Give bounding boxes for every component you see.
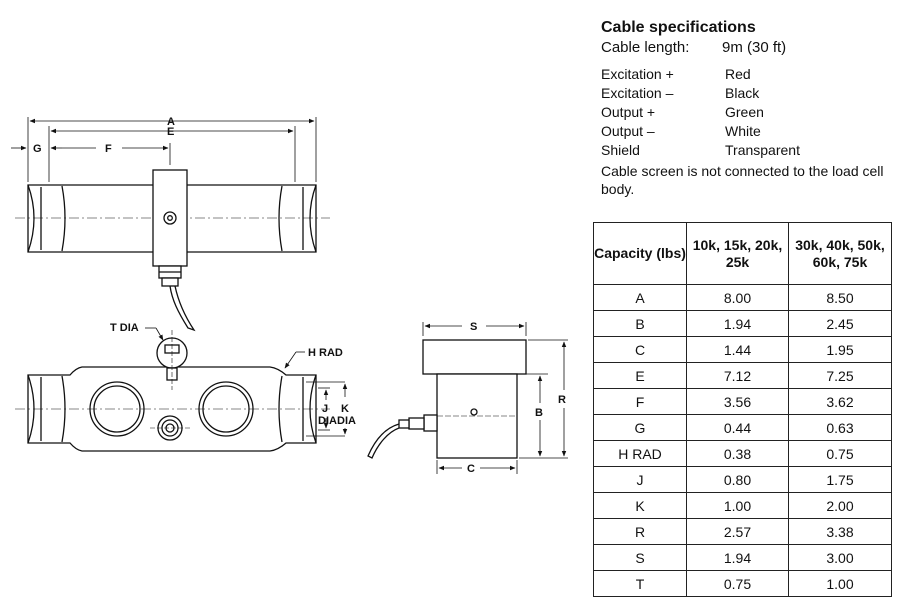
dimension-cell: R <box>593 518 687 545</box>
value-cell: 0.44 <box>686 414 789 441</box>
value-cell: 0.80 <box>686 466 789 493</box>
value-cell: 0.75 <box>788 440 892 467</box>
value-cell: 0.75 <box>686 570 789 597</box>
value-cell: 1.95 <box>788 336 892 363</box>
dimension-cell: B <box>593 310 687 337</box>
dim-r-label: R <box>558 394 566 406</box>
load-cell-drawing: A E G F T DIA H RAD J DIA K DIA S R B C <box>11 116 568 475</box>
dim-a-label: A <box>167 116 175 128</box>
wire-row: Output + Green <box>601 103 901 122</box>
value-cell: 1.94 <box>686 310 789 337</box>
cable-screen-note: Cable screen is not connected to the loa… <box>601 163 884 197</box>
dimension-cell: S <box>593 544 687 571</box>
wire-signal: Output – <box>601 123 655 139</box>
value-cell: 3.56 <box>686 388 789 415</box>
header-range-high: 30k, 40k, 50k, 60k, 75k <box>788 222 892 285</box>
dimension-cell: E <box>593 362 687 389</box>
wire-signal: Shield <box>601 142 640 158</box>
value-cell: 1.00 <box>686 492 789 519</box>
wire-color: White <box>725 123 761 139</box>
dimension-cell: F <box>593 388 687 415</box>
wire-color: Transparent <box>725 142 800 158</box>
value-cell: 1.94 <box>686 544 789 571</box>
wire-signal: Excitation – <box>601 85 674 101</box>
dimension-cell: G <box>593 414 687 441</box>
value-cell: 3.62 <box>788 388 892 415</box>
wire-color: Green <box>725 104 764 120</box>
value-cell: 3.00 <box>788 544 892 571</box>
wire-color: Red <box>725 66 751 82</box>
table-header-row: Capacity (lbs) 10k, 15k, 20k, 25k 30k, 4… <box>593 222 892 285</box>
cable-length-value: 9m (30 ft) <box>722 39 787 56</box>
value-cell: 0.38 <box>686 440 789 467</box>
header-capacity: Capacity (lbs) <box>593 222 687 285</box>
wire-signal: Output + <box>601 104 656 120</box>
wire-row: Shield Transparent <box>601 141 901 160</box>
value-cell: 0.63 <box>788 414 892 441</box>
value-cell: 2.57 <box>686 518 789 545</box>
dim-s-label: S <box>470 321 477 333</box>
h-rad-label: H RAD <box>308 347 343 359</box>
front-view <box>15 327 348 452</box>
value-cell: 1.44 <box>686 336 789 363</box>
value-cell: 2.45 <box>788 310 892 337</box>
capacity-dimension-table: Capacity (lbs) 10k, 15k, 20k, 25k 30k, 4… <box>593 222 892 597</box>
dim-k-label: K <box>341 403 349 415</box>
dimension-cell: T <box>593 570 687 597</box>
dim-k-dia-label: DIA <box>337 415 356 427</box>
value-cell: 2.00 <box>788 492 892 519</box>
dim-e-label: E <box>167 126 174 138</box>
value-cell: 3.38 <box>788 518 892 545</box>
side-view <box>367 322 568 474</box>
header-range-low: 10k, 15k, 20k, 25k <box>686 222 789 285</box>
dimension-cell: K <box>593 492 687 519</box>
cable-spec-title: Cable specifications <box>601 19 756 36</box>
dimension-cell: A <box>593 284 687 311</box>
cable-length-label: Cable length: <box>601 39 690 56</box>
dim-j-dia-label: DIA <box>318 415 337 427</box>
wire-signal: Excitation + <box>601 66 674 82</box>
dim-c-label: C <box>467 463 475 475</box>
value-cell: 7.12 <box>686 362 789 389</box>
wire-color-list: Excitation + Red Excitation – Black Outp… <box>601 65 901 160</box>
dimension-cell: J <box>593 466 687 493</box>
dim-j-label: J <box>322 403 328 415</box>
value-cell: 1.00 <box>788 570 892 597</box>
t-dia-label: T DIA <box>110 322 139 334</box>
wire-row: Excitation + Red <box>601 65 901 84</box>
value-cell: 8.00 <box>686 284 789 311</box>
cable-specifications: Cable specifications Cable length: 9m (3… <box>601 18 901 198</box>
dimension-cell: H RAD <box>593 440 687 467</box>
value-cell: 1.75 <box>788 466 892 493</box>
dimension-cell: C <box>593 336 687 363</box>
wire-color: Black <box>725 85 760 101</box>
wire-row: Excitation – Black <box>601 84 901 103</box>
dim-f-label: F <box>105 143 112 155</box>
dim-g-label: G <box>33 143 42 155</box>
value-cell: 7.25 <box>788 362 892 389</box>
cable-length-row: Cable length: 9m (30 ft) <box>601 38 901 57</box>
value-cell: 8.50 <box>788 284 892 311</box>
dim-b-label: B <box>535 407 543 419</box>
wire-row: Output – White <box>601 122 901 141</box>
top-view <box>11 117 330 332</box>
